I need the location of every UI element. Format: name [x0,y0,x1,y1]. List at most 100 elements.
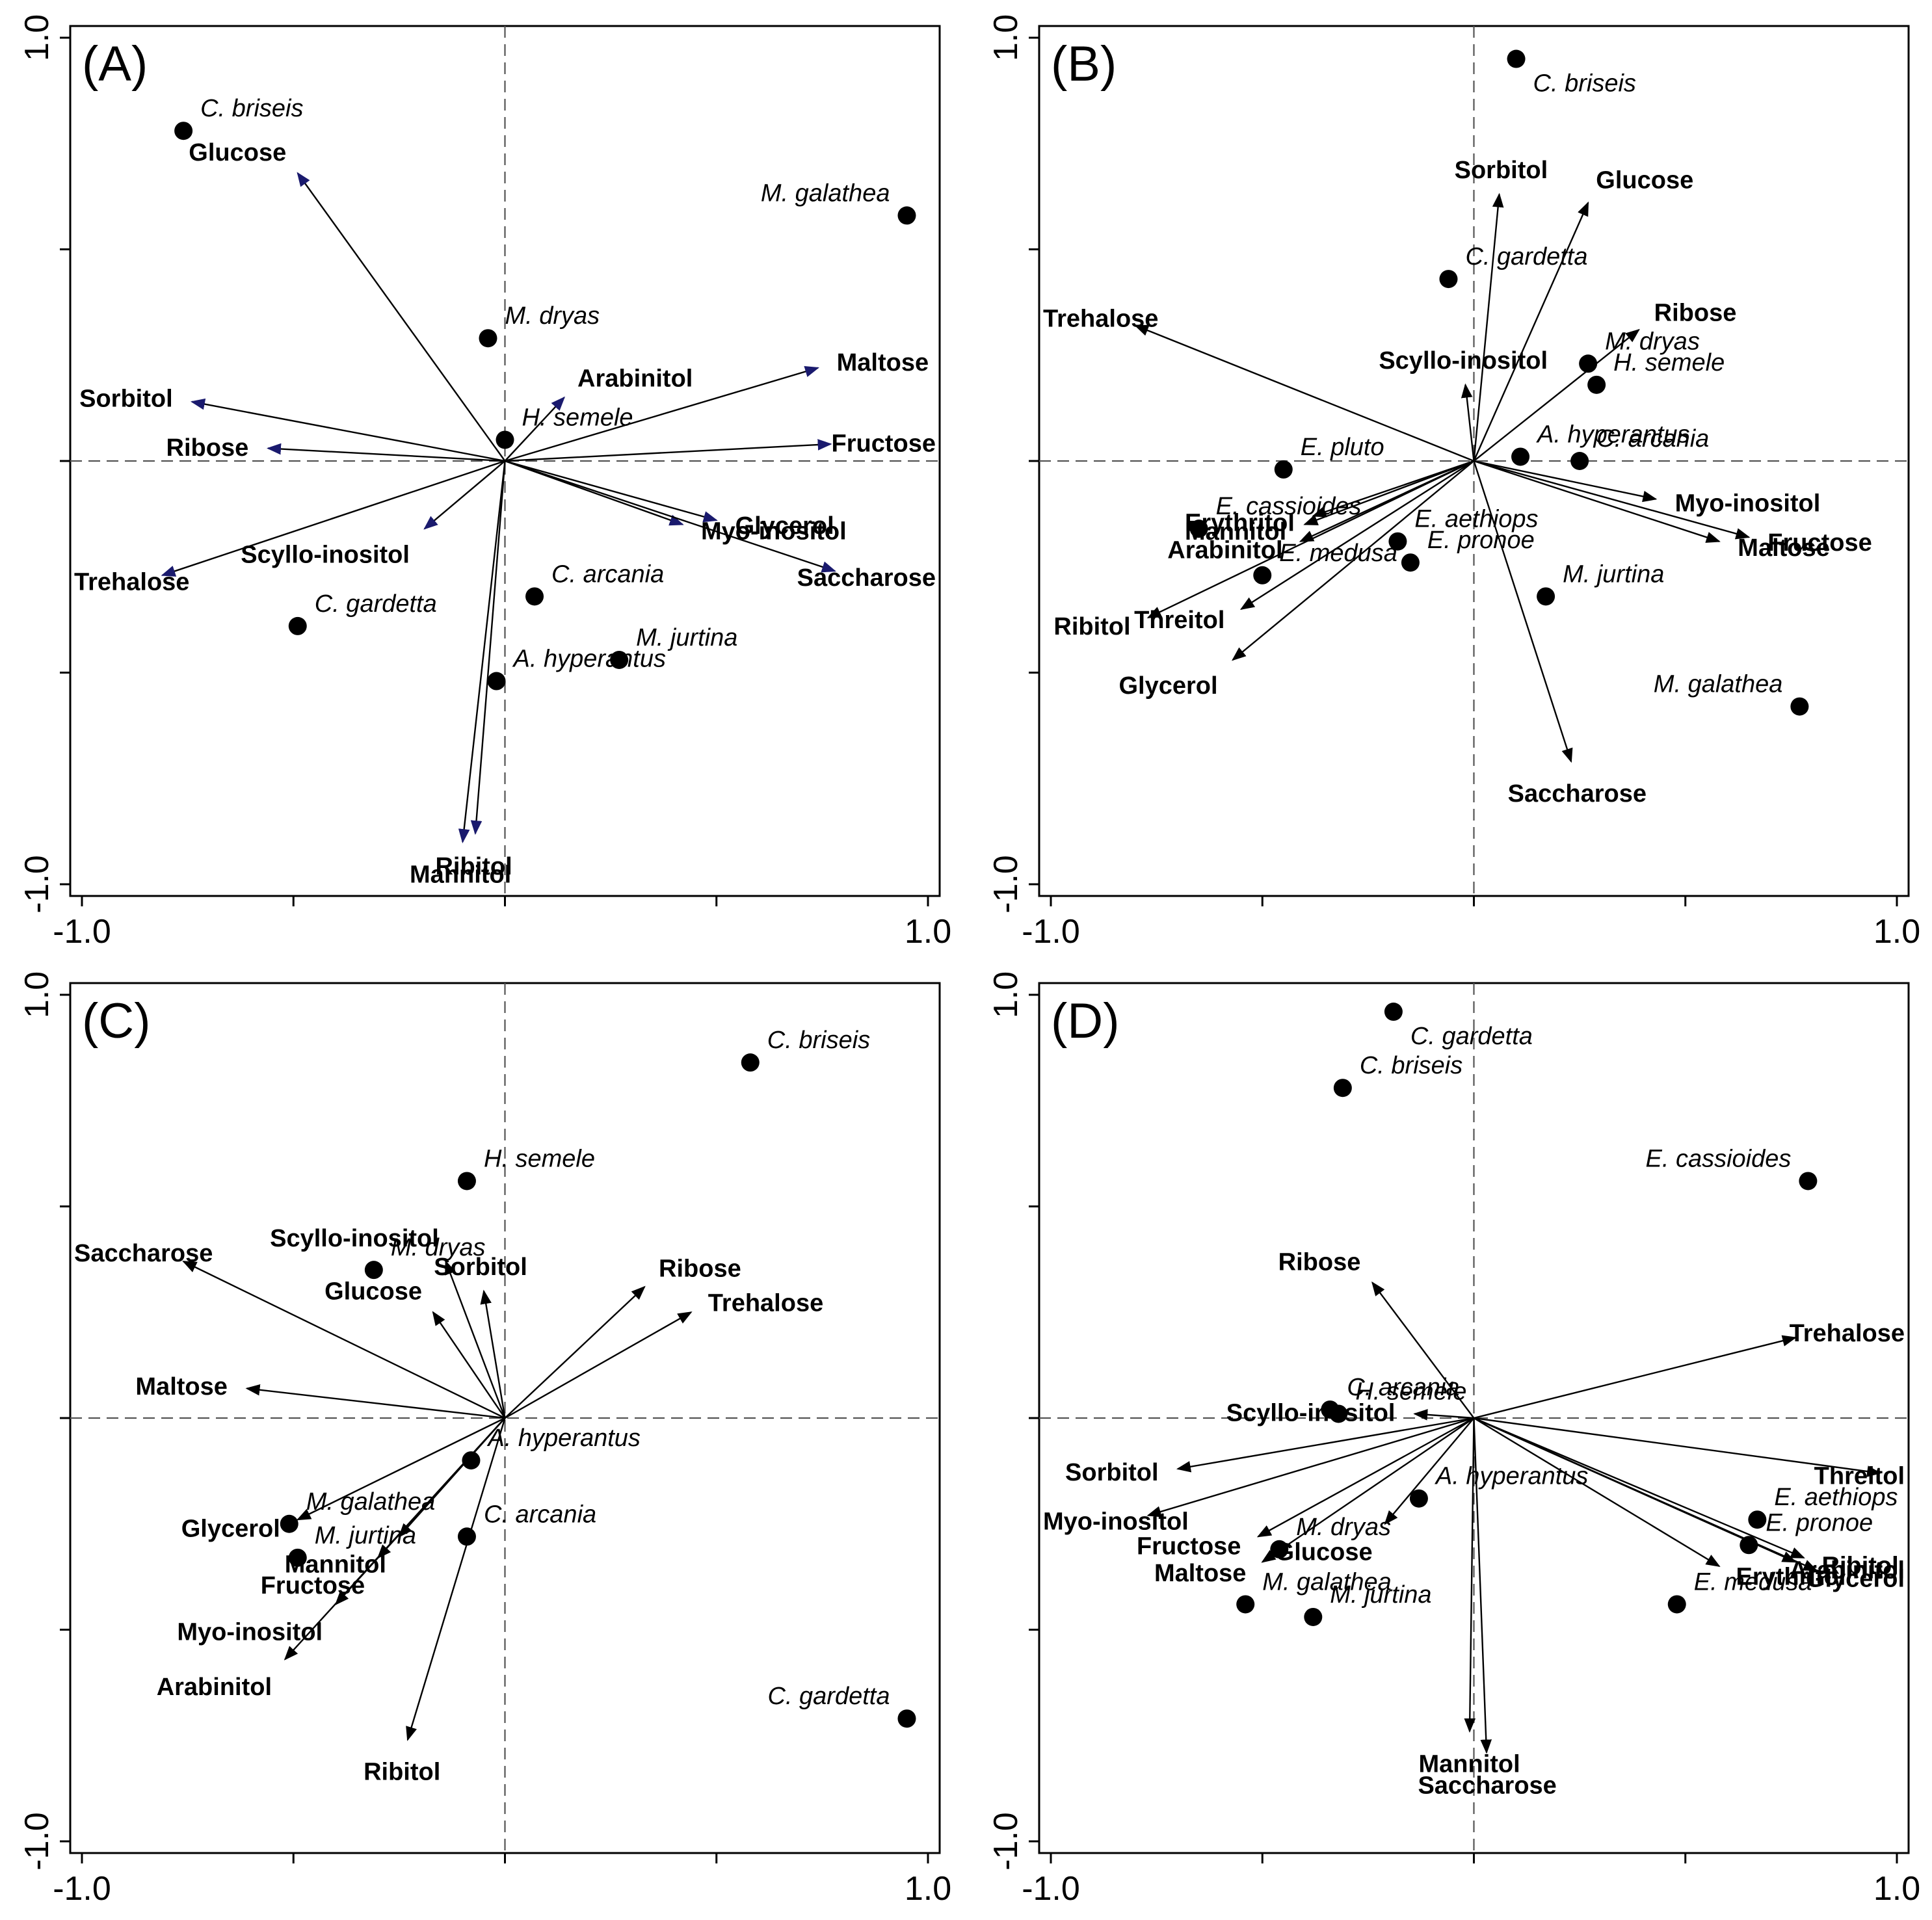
vector-scyllo-inositol [423,460,506,530]
vector-threitol [1239,460,1475,611]
panel-label: (D) [1051,993,1120,1049]
y-tick-label: 1.0 [987,971,1025,1018]
vector-label-glucose: Glucose [1596,166,1693,194]
species-point-m-dryas [1270,1540,1289,1558]
vector-label-fructose: Fructose [261,1572,365,1599]
vector-trehalose [1134,324,1474,462]
species-label-c-arcania: C. arcania [1347,1374,1459,1401]
vector-scyllo-inositol [445,1260,506,1419]
vector-ribitol [470,460,506,835]
vector-label-myo-inositol: Myo-inositol [177,1619,323,1646]
vector-label-glucose: Glucose [1275,1539,1373,1566]
vector-maltose [505,365,819,462]
species-point-m-dryas [364,1261,383,1280]
vector-label-fructose: Fructose [1137,1533,1241,1560]
species-label-h-semele: H. semele [1355,1378,1466,1405]
vector-label-ribose: Ribose [659,1256,741,1283]
species-label-c-arcania: C. arcania [551,560,664,588]
vector-maltose [245,1384,505,1419]
y-tick-label: -1.0 [18,1812,56,1871]
species-label-c-gardetta: C. gardetta [315,590,437,618]
species-label-c-arcania: C. arcania [1596,425,1709,453]
vector-label-mannitol: Mannitol [1418,1751,1520,1778]
vector-sorbitol [480,1289,506,1419]
vector-label-mannitol: Mannitol [410,861,511,889]
species-point-m-galathea [1236,1595,1255,1614]
species-label-m-galathea: M. galathea [306,1488,436,1516]
species-label-m-dryas: M. dryas [505,302,600,330]
vector-glycerol [505,460,718,523]
vector-glucose [297,172,506,462]
species-point-e-pronoe [1401,553,1420,572]
vector-label-scyllo-inositol: Scyllo-inositol [270,1225,439,1252]
vector-label-myo-inositol: Myo-inositol [1675,490,1821,518]
vector-label-fructose: Fructose [832,430,936,457]
x-tick-label: 1.0 [1873,1870,1920,1908]
vector-label-myo-inositol: Myo-inositol [701,518,847,546]
species-label-a-hyperantus: A. hyperantus [1536,421,1689,448]
species-label-h-semele: H. semele [484,1145,595,1172]
vector-label-myo-inositol: Myo-inositol [1043,1508,1189,1535]
vector-label-threitol: Threitol [1134,607,1224,634]
species-label-e-aethiops: E. aethiops [1414,506,1538,533]
species-label-e-pronoe: E. pronoe [1427,527,1535,554]
vector-saccharose [1473,1417,1492,1754]
species-label-a-hyperantus: A. hyperantus [512,646,665,673]
species-label-m-galathea: M. galathea [1262,1568,1392,1596]
y-tick-label: -1.0 [18,855,56,914]
y-tick-label: -1.0 [987,1812,1025,1871]
vector-label-ribitol: Ribitol [364,1758,440,1785]
species-point-h-semele [1587,375,1606,394]
vector-label-trehalose: Trehalose [1790,1320,1905,1347]
species-label-c-briseis: C. briseis [1533,70,1636,98]
vector-ribose [1371,1281,1475,1419]
vector-saccharose [505,460,836,573]
species-point-c-arcania [457,1527,476,1546]
vector-myo-inositol [1146,1417,1474,1518]
species-point-e-pronoe [1740,1536,1758,1555]
vector-label-glycerol: Glycerol [735,512,834,540]
species-label-m-jurtina: M. jurtina [1330,1581,1431,1609]
species-label-c-gardetta: C. gardetta [1410,1023,1533,1050]
x-tick-label: -1.0 [1022,913,1080,951]
vector-label-saccharose: Saccharose [1418,1772,1556,1799]
vector-label-sorbitol: Sorbitol [1455,157,1548,184]
vector-label-arabinitol: Arabinitol [1167,536,1282,564]
x-tick-label: -1.0 [53,913,111,951]
species-label-h-semele: H. semele [522,404,633,431]
species-label-m-dryas: M. dryas [1605,328,1700,355]
vector-trehalose [1474,1335,1797,1419]
vector-label-glycerol: Glycerol [1806,1566,1905,1593]
species-point-e-aethiops [1388,532,1407,551]
species-point-a-hyperantus [1409,1489,1428,1508]
species-label-m-jurtina: M. jurtina [315,1522,416,1549]
species-label-c-gardetta: C. gardetta [767,1683,890,1710]
species-label-e-medusa: E. medusa [1694,1568,1812,1596]
species-point-a-hyperantus [1511,447,1530,466]
species-label-m-galathea: M. galathea [761,179,890,207]
vector-label-saccharose: Saccharose [797,564,936,592]
x-tick-label: 1.0 [905,1870,951,1908]
species-label-c-gardetta: C. gardetta [1465,243,1587,270]
vector-scyllo-inositol [1413,1409,1474,1421]
vector-mannitol [1464,1417,1476,1733]
vector-ribose [504,1285,646,1419]
vector-mannitol [398,1417,506,1538]
species-label-c-briseis: C. briseis [1360,1052,1462,1079]
vector-ribitol [1474,1417,1805,1558]
species-point-c-arcania [1570,452,1589,470]
vector-label-glycerol: Glycerol [1118,672,1217,700]
species-point-m-dryas [1579,354,1598,373]
vector-label-erythritol: Erythritol [1736,1563,1846,1590]
species-label-m-galathea: M. galathea [1654,671,1783,698]
species-point-e-pluto [1274,460,1293,479]
vector-label-glycerol: Glycerol [181,1515,280,1542]
species-label-e-cassioides: E. cassioides [1646,1145,1792,1172]
vector-arabinitol [504,396,566,462]
y-tick-label: -1.0 [987,855,1025,914]
vector-glycerol [296,1417,506,1521]
species-label-e-cassioides: E. cassioides [1216,493,1362,520]
species-point-m-galathea [280,1514,298,1533]
